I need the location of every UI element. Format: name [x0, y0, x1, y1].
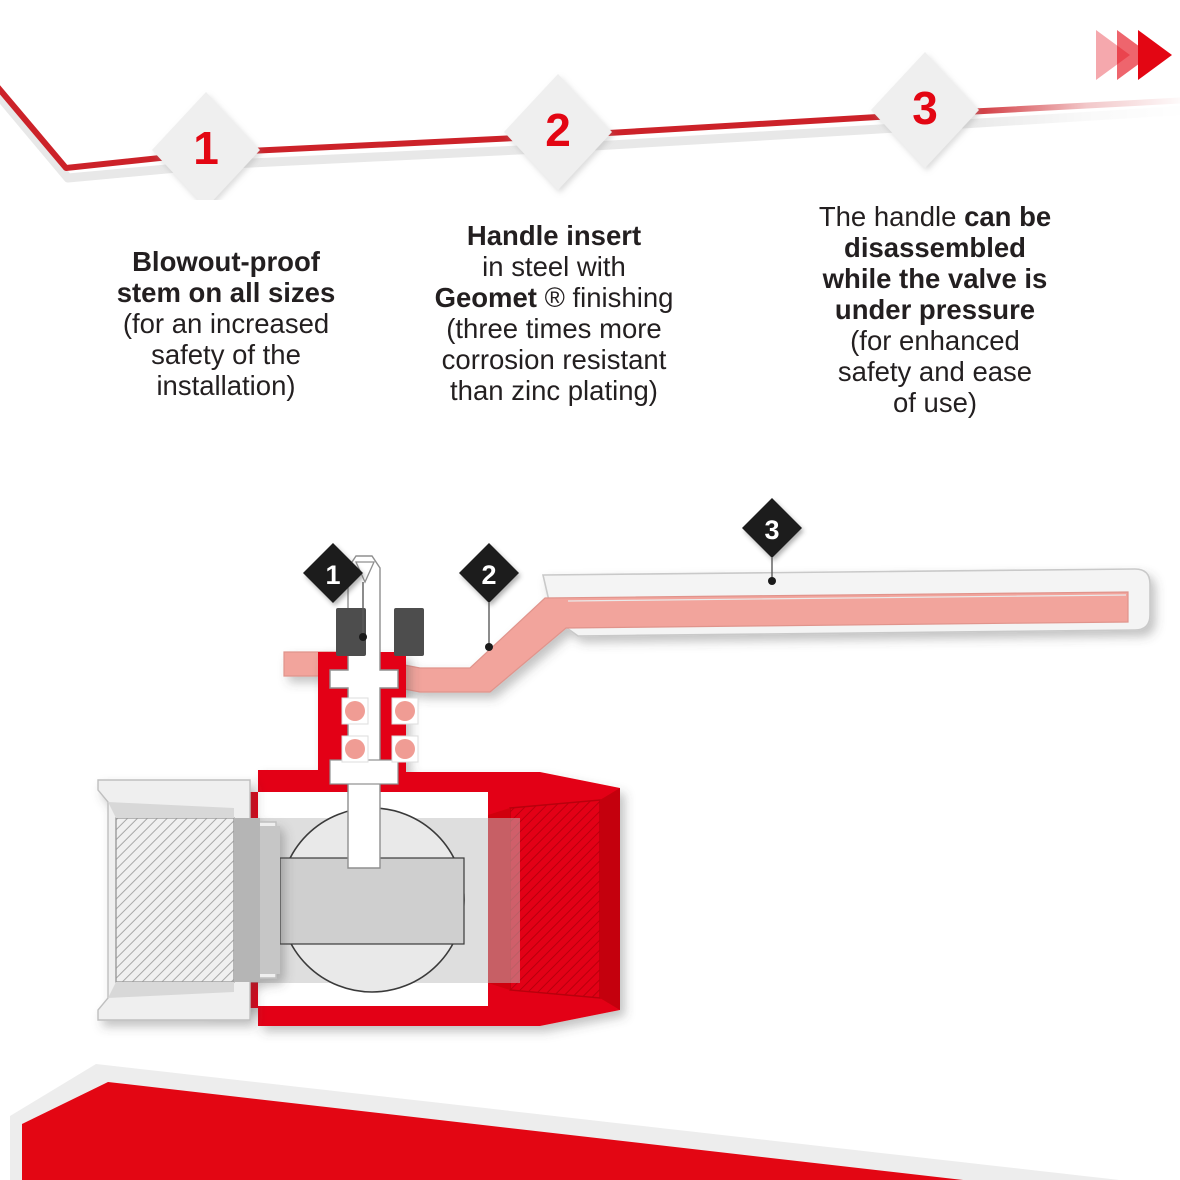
feature-3-line-3: while the valve is: [822, 263, 1048, 295]
feature-1-line-1: Blowout-proof: [132, 246, 320, 277]
callout-1-dot: [359, 633, 367, 641]
feature-2-line-2: in steel with: [482, 251, 626, 283]
nut-shank: [234, 818, 260, 982]
feature-2-line-3: Geomet ® finishing: [392, 282, 716, 313]
step-number-2: 2: [545, 104, 571, 156]
seal-top-right: [395, 701, 415, 721]
callout-3[interactable]: 3: [742, 498, 802, 585]
step-marker-2[interactable]: [504, 74, 612, 190]
ball-valve-cross-section: 1 2 3: [97, 498, 1151, 1026]
feature-3-line-7: of use): [892, 387, 978, 419]
callout-3-dot: [768, 577, 776, 585]
gasket-block-right: [394, 608, 424, 656]
callout-2-dot: [485, 643, 493, 651]
step-diamond-shape-3: [871, 52, 979, 168]
feature-text-row: Blowout-proof stem on all sizes (for an …: [0, 198, 1180, 468]
nut-bottom-bevel: [108, 982, 234, 998]
step-marker-3[interactable]: [871, 52, 979, 168]
ball-bore-band: [279, 857, 465, 945]
ball-group: [279, 807, 465, 993]
feature-3-line-5: (for enhanced: [850, 325, 1020, 357]
callout-1-diamond: [303, 543, 363, 603]
stem-seals: [341, 697, 419, 763]
step-number-1: 1: [193, 122, 219, 174]
feature-3-lead-bold: can be: [964, 201, 1052, 232]
feature-2-line-1: Handle insert: [466, 220, 642, 251]
feature-3-lead-light: The handle: [818, 201, 965, 232]
stem-group: [329, 555, 424, 869]
step-number-3: 3: [912, 82, 938, 134]
feature-1-line-4: safety of the: [151, 339, 301, 371]
nut-thread-collar: [260, 826, 280, 974]
feature-2-geomet-rest: ® finishing: [536, 282, 674, 314]
bottom-red-banner: [10, 1064, 1120, 1180]
step-diamond-shape-2: [504, 74, 612, 190]
callout-1-number: 1: [325, 560, 340, 590]
callout-3-number: 3: [764, 515, 779, 545]
callout-2[interactable]: 2: [459, 543, 519, 651]
feature-3-line-2: disassembled: [844, 232, 1026, 264]
chevron-3: [1138, 30, 1172, 80]
seal-bottom-left: [345, 739, 365, 759]
handle-grip-highlight: [567, 594, 1127, 602]
gasket-block-left: [336, 608, 366, 656]
chevron-2: [1117, 30, 1151, 80]
feature-2-line-6: than zinc plating): [450, 375, 658, 407]
header-step-line: 1 2 3: [0, 30, 1180, 200]
feature-block-3: The handle can be disassembled while the…: [752, 201, 1118, 418]
feature-2-line-4: (three times more: [446, 313, 662, 345]
body-hatching-right: [509, 799, 601, 999]
feature-block-2: Handle insert in steel with Geomet ® fin…: [392, 220, 716, 406]
step-diamond-shape-1: [152, 92, 260, 200]
callout-3-diamond: [742, 498, 802, 558]
nut-top-bevel: [108, 802, 234, 818]
feature-1-line-3: (for an increased: [122, 308, 330, 340]
seal-bottom-right: [395, 739, 415, 759]
triple-chevron-right-icon: [1096, 30, 1172, 80]
end-connector-nut: [97, 779, 280, 1021]
callout-2-diamond: [459, 543, 519, 603]
feature-3-line-4: under pressure: [834, 294, 1036, 326]
feature-3-line-6: safety and ease: [837, 356, 1033, 388]
header-line-fade: [960, 80, 1180, 130]
feature-1-line-2: stem on all sizes: [116, 277, 336, 309]
feature-2-line-5: corrosion resistant: [441, 344, 667, 376]
stem-flange: [329, 759, 399, 785]
feature-3-line-1: The handle can be: [752, 201, 1118, 232]
callout-2-number: 2: [481, 560, 496, 590]
nut-hatching: [115, 817, 235, 983]
feature-2-geomet-bold: Geomet: [434, 282, 537, 314]
seal-top-left: [345, 701, 365, 721]
feature-block-1: Blowout-proof stem on all sizes (for an …: [28, 246, 424, 401]
chevron-1: [1096, 30, 1130, 80]
step-marker-1[interactable]: [152, 92, 260, 200]
callout-1[interactable]: 1: [303, 543, 367, 641]
body-right-bevel: [600, 788, 620, 1010]
banner-fill: [22, 1082, 964, 1180]
feature-1-line-5: installation): [156, 370, 296, 402]
